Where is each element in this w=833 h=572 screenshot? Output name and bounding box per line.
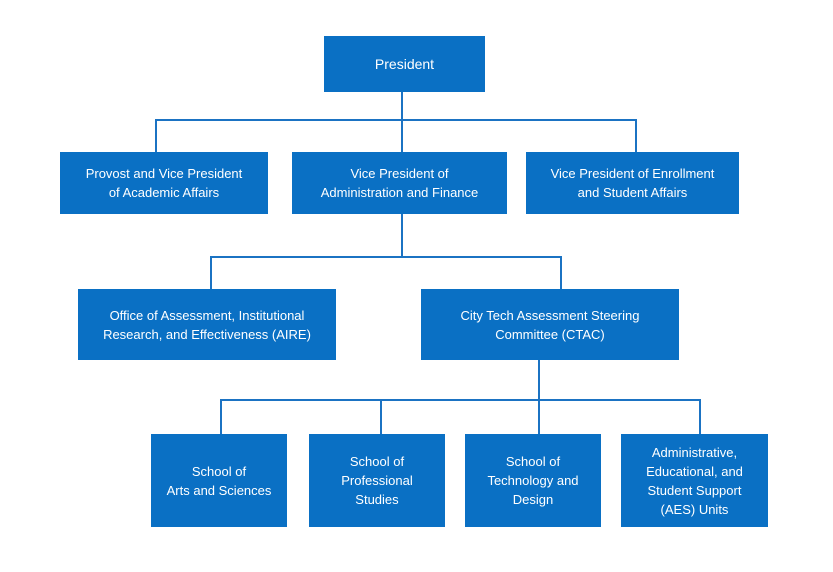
vp-enrollment-student-affairs-label: Vice President of Enrollment and Student… [550,166,715,200]
vp-academic-affairs-box: Provost and Vice President of Academic A… [60,152,268,214]
school-technology-design-box: School of Technology and Design [465,434,601,527]
school-professional-studies-box: School of Professional Studies [309,434,445,527]
school-arts-sciences-label: School of Arts and Sciences [166,463,272,498]
aire-office-label: Office of Assessment, Institutional Rese… [103,307,311,342]
aes-units-box: Administrative, Educational, and Student… [621,434,768,527]
vp-enrollment-student-affairs-box: Vice President of Enrollment and Student… [526,152,739,214]
vp-administration-finance-box: Vice President of Administration and Fin… [292,152,507,214]
aes-units-label: Administrative, Educational, and Student… [646,444,743,517]
ctac-committee-label: City Tech Assessment Steering Committee … [460,307,640,342]
school-professional-studies-label: School of Professional Studies [341,454,413,507]
president-label: President [374,55,435,72]
vp-administration-finance-label: Vice President of Administration and Fin… [320,166,479,200]
school-arts-sciences-box: School of Arts and Sciences [151,434,287,527]
president-box: President [324,36,485,92]
aire-office-box: Office of Assessment, Institutional Rese… [78,289,336,360]
vp-academic-affairs-label: Provost and Vice President of Academic A… [85,166,243,200]
school-technology-design-label: School of Technology and Design [487,454,579,507]
ctac-committee-box: City Tech Assessment Steering Committee … [421,289,679,360]
